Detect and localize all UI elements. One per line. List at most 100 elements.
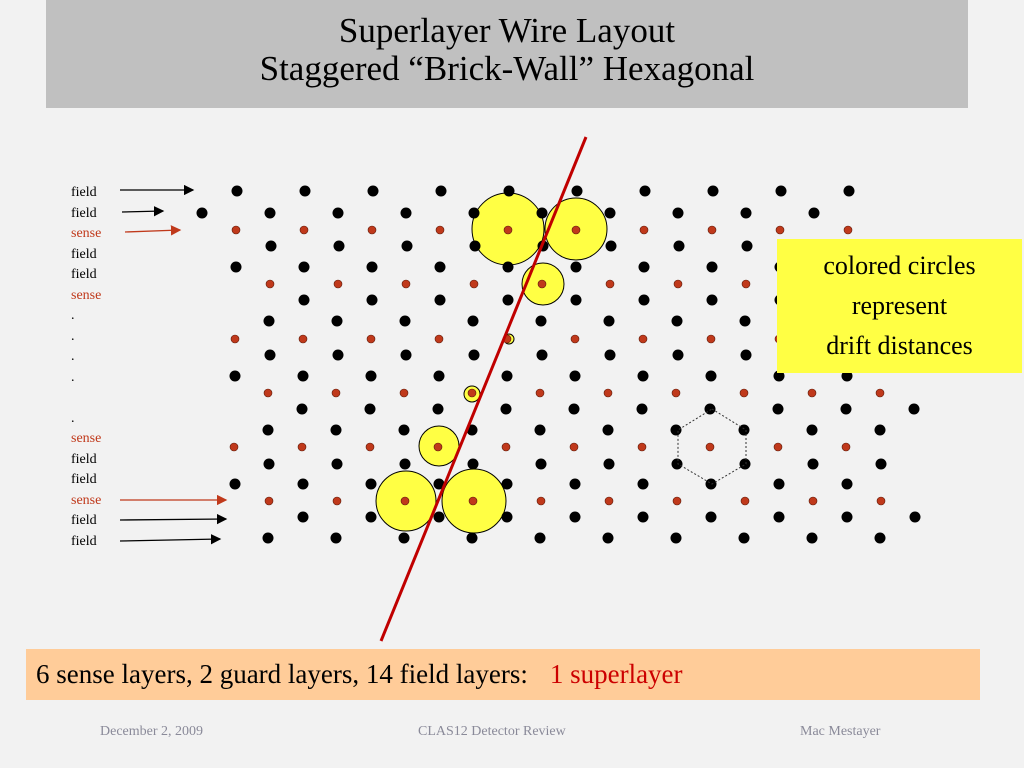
sense-wire (705, 442, 715, 452)
field-wire (365, 370, 377, 382)
field-wire (466, 532, 478, 544)
field-wire (840, 403, 852, 415)
sense-wire (400, 496, 410, 506)
sense-wire (331, 388, 341, 398)
field-wire (434, 294, 446, 306)
summary-banner: 6 sense layers, 2 guard layers, 14 field… (26, 649, 980, 700)
sense-wire (807, 388, 817, 398)
field-wire (704, 403, 716, 415)
layer-label: . (71, 369, 75, 385)
sense-wire (808, 496, 818, 506)
drift-note: colored circles represent drift distance… (777, 239, 1022, 373)
field-wire (432, 403, 444, 415)
field-wire (296, 403, 308, 415)
title-line-1: Superlayer Wire Layout (338, 11, 676, 50)
field-wire (502, 261, 514, 273)
field-wire (568, 403, 580, 415)
summary-accent: 1 superlayer (549, 659, 683, 689)
field-wire (602, 424, 614, 436)
layer-labels: field field sense field field sense . . … (71, 183, 131, 552)
field-wire (231, 185, 243, 197)
note-line-1: colored circles (823, 251, 976, 280)
sense-wire (468, 496, 478, 506)
field-wire (569, 511, 581, 523)
label-arrows (119, 184, 228, 545)
field-wire (467, 315, 479, 327)
field-wire (773, 478, 785, 490)
field-wire (772, 403, 784, 415)
field-wire (299, 185, 311, 197)
field-wire (468, 207, 480, 219)
sense-wire (537, 279, 547, 289)
field-wire (263, 458, 275, 470)
field-wire (502, 294, 514, 306)
field-wire (468, 349, 480, 361)
field-wire (671, 458, 683, 470)
field-wire (569, 478, 581, 490)
field-wire (262, 532, 274, 544)
field-wire (638, 261, 650, 273)
field-wire (196, 207, 208, 219)
field-wire (670, 424, 682, 436)
field-wire (501, 478, 513, 490)
sense-wire (297, 442, 307, 452)
sense-wire (469, 279, 479, 289)
field-wire (605, 240, 617, 252)
field-wire (808, 207, 820, 219)
field-wire (874, 532, 886, 544)
sense-wire (433, 442, 443, 452)
field-wire (637, 370, 649, 382)
sense-wire (603, 388, 613, 398)
footer-date: December 2, 2009 (100, 724, 204, 739)
field-wire (603, 458, 615, 470)
field-wire (705, 511, 717, 523)
field-wire (673, 240, 685, 252)
sense-wire (435, 225, 445, 235)
field-wire (536, 207, 548, 219)
field-wire (672, 349, 684, 361)
sense-wire (775, 225, 785, 235)
field-wire (706, 294, 718, 306)
sense-wire (673, 279, 683, 289)
field-wire (297, 511, 309, 523)
field-wire (739, 458, 751, 470)
field-wire (603, 315, 615, 327)
field-wire (365, 478, 377, 490)
label-arrow (119, 513, 228, 525)
field-wire (330, 532, 342, 544)
field-wire (435, 185, 447, 197)
field-wire (707, 185, 719, 197)
field-wire (571, 185, 583, 197)
field-wire (740, 207, 752, 219)
sense-wire (571, 225, 581, 235)
sense-wire (503, 225, 513, 235)
field-wire (298, 261, 310, 273)
summary-text: 6 sense layers, 2 guard layers, 14 field… (36, 659, 528, 689)
field-wire (298, 294, 310, 306)
field-wire (739, 315, 751, 327)
sense-wire (876, 496, 886, 506)
field-wire (434, 261, 446, 273)
field-wire (670, 532, 682, 544)
field-wire (843, 185, 855, 197)
field-wire (398, 424, 410, 436)
field-wire (332, 349, 344, 361)
field-wire (806, 532, 818, 544)
field-wire (331, 315, 343, 327)
sense-wire (639, 225, 649, 235)
label-arrow (121, 206, 165, 217)
sense-wire (333, 279, 343, 289)
layer-label: sense (71, 287, 102, 303)
sense-wire (706, 334, 716, 344)
field-wire (364, 403, 376, 415)
field-wire (570, 261, 582, 273)
field-wire (874, 424, 886, 436)
track-line (379, 136, 588, 642)
hex-cell-outline (677, 408, 747, 485)
field-wire (807, 458, 819, 470)
layer-label: sense (71, 431, 102, 446)
layer-label: field (71, 472, 97, 487)
sense-wire (264, 496, 274, 506)
field-wire (230, 261, 242, 273)
layer-label: . (71, 328, 75, 344)
